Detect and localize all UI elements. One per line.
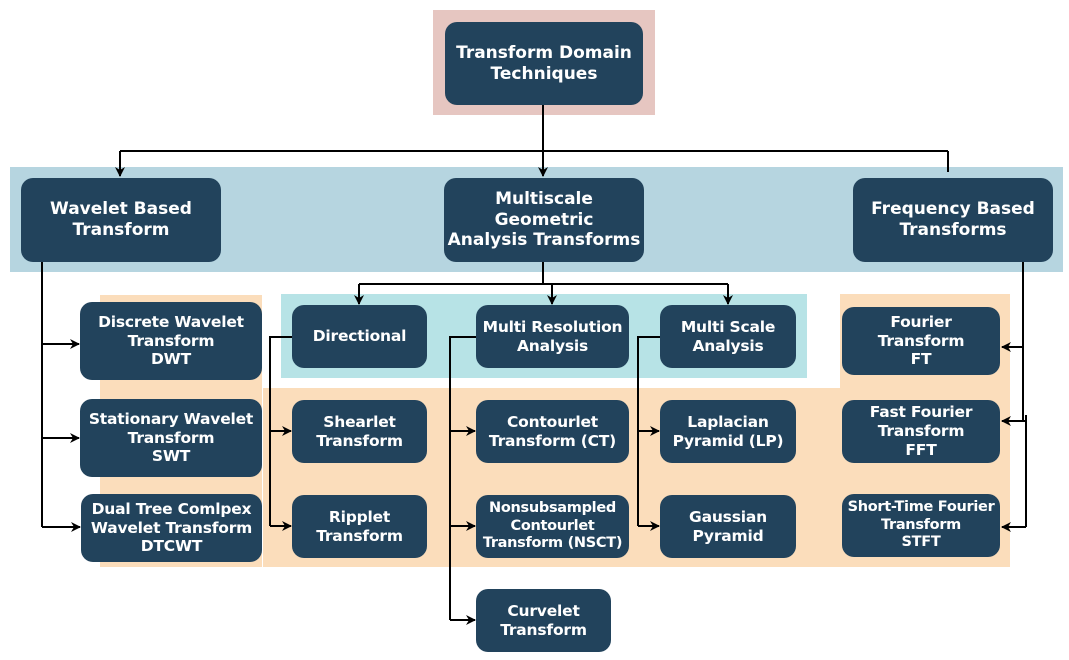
connector-mra-trunk	[449, 336, 476, 620]
root-node: Transform Domain Techniques	[445, 22, 643, 105]
node-fft: Fast Fourier Transform FFT	[842, 400, 1000, 463]
subcategory-msa: Multi Scale Analysis	[660, 305, 796, 368]
connector-msa-trunk	[637, 336, 660, 526]
node-shearlet: Shearlet Transform	[292, 400, 427, 463]
category-wavelet: Wavelet Based Transform	[21, 178, 221, 262]
connector-directional-trunk	[269, 336, 292, 526]
node-ft: Fourier Transform FT	[842, 307, 1000, 375]
category-frequency: Frequency Based Transforms	[853, 178, 1053, 262]
category-mga: Multiscale Geometric Analysis Transforms	[444, 178, 644, 262]
node-laplacian: Laplacian Pyramid (LP)	[660, 400, 796, 463]
node-dwt: Discrete Wavelet Transform DWT	[80, 302, 262, 380]
node-gaussian: Gaussian Pyramid	[660, 495, 796, 558]
node-curvelet: Curvelet Transform	[476, 589, 611, 652]
node-ripplet: Ripplet Transform	[292, 495, 427, 558]
subcategory-mra: Multi Resolution Analysis	[476, 305, 629, 368]
node-swt: Stationary Wavelet Transform SWT	[80, 399, 262, 477]
node-stft: Short-Time Fourier Transform STFT	[842, 494, 1000, 557]
subcategory-directional: Directional	[292, 305, 427, 368]
node-contourlet: Contourlet Transform (CT)	[476, 400, 629, 463]
node-dtcwt: Dual Tree Comlpex Wavelet Transform DTCW…	[81, 494, 262, 562]
node-nsct: Nonsubsampled Contourlet Transform (NSCT…	[476, 495, 629, 558]
